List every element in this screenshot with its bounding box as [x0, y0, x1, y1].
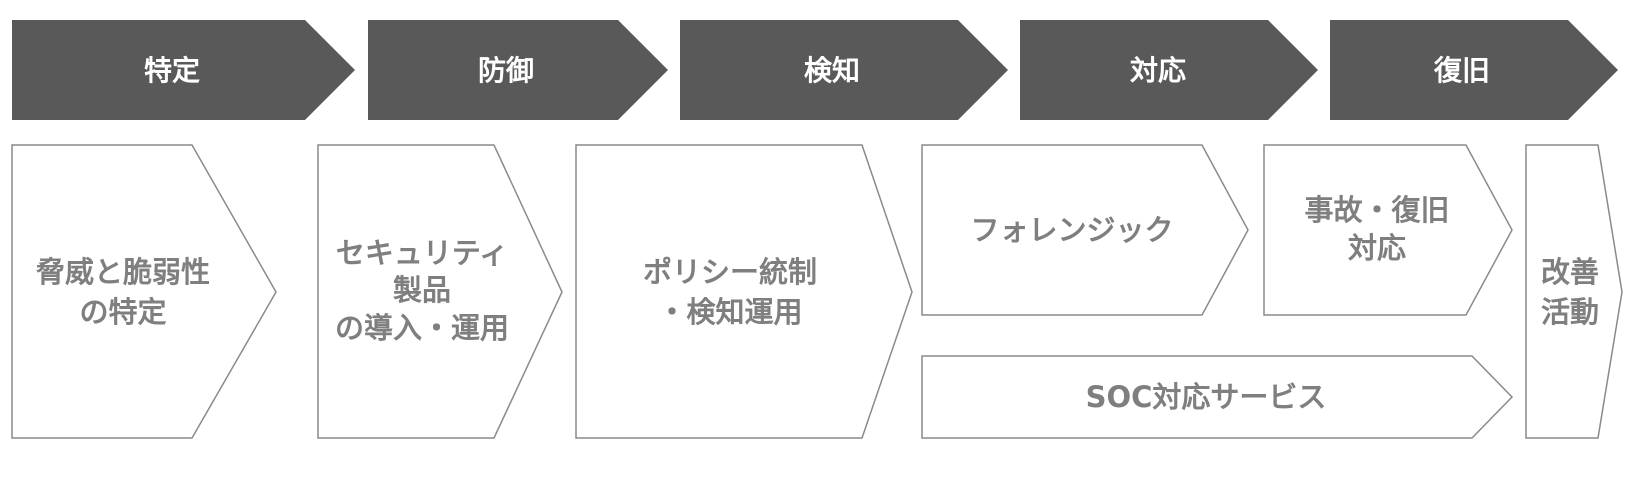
activity-threat-identification-line-1: 脅威と脆弱性 — [35, 255, 210, 289]
activity-incident-recovery-line-2: 対応 — [1348, 231, 1406, 265]
phase-arrow-detect: 検知 — [680, 20, 1008, 120]
activity-incident-recovery: 事故・復旧 対応 — [1263, 144, 1513, 316]
activity-improvement: 改善 活動 — [1525, 144, 1623, 439]
activity-policy-control: ポリシー統制 ・検知運用 — [575, 144, 913, 439]
activity-forensics-line-1: フォレンジック — [970, 213, 1173, 247]
phase-label-protect: 防御 — [478, 54, 534, 87]
activity-threat-identification: 脅威と脆弱性 の特定 — [11, 144, 277, 439]
activity-security-products: セキュリティ 製品 の導入・運用 — [317, 144, 563, 439]
phase-label-respond: 対応 — [1130, 54, 1186, 87]
activity-security-products-line-2: 製品 — [393, 273, 451, 307]
phase-label-detect: 検知 — [804, 54, 860, 87]
phase-arrow-respond: 対応 — [1020, 20, 1318, 120]
activity-incident-recovery-line-1: 事故・復旧 — [1304, 193, 1449, 227]
activity-security-products-line-1: セキュリティ — [336, 236, 508, 270]
activity-threat-identification-line-2: の特定 — [79, 295, 166, 329]
activity-improvement-line-2: 活動 — [1541, 295, 1599, 329]
activity-security-products-line-3: の導入・運用 — [335, 311, 509, 345]
phase-arrow-recover: 復旧 — [1330, 20, 1618, 120]
activity-policy-control-line-1: ポリシー統制 — [643, 255, 817, 289]
phase-arrow-protect: 防御 — [368, 20, 668, 120]
phase-label-recover: 復旧 — [1433, 54, 1490, 87]
activity-soc-service: SOC対応サービス — [921, 355, 1514, 439]
activity-forensics: フォレンジック — [921, 144, 1249, 316]
activity-improvement-line-1: 改善 — [1541, 255, 1599, 289]
phase-label-identify: 特定 — [144, 54, 200, 87]
activity-soc-service-line-1: SOC対応サービス — [1086, 380, 1327, 414]
activity-policy-control-line-2: ・検知運用 — [657, 295, 802, 329]
phase-arrow-identify: 特定 — [12, 20, 355, 120]
